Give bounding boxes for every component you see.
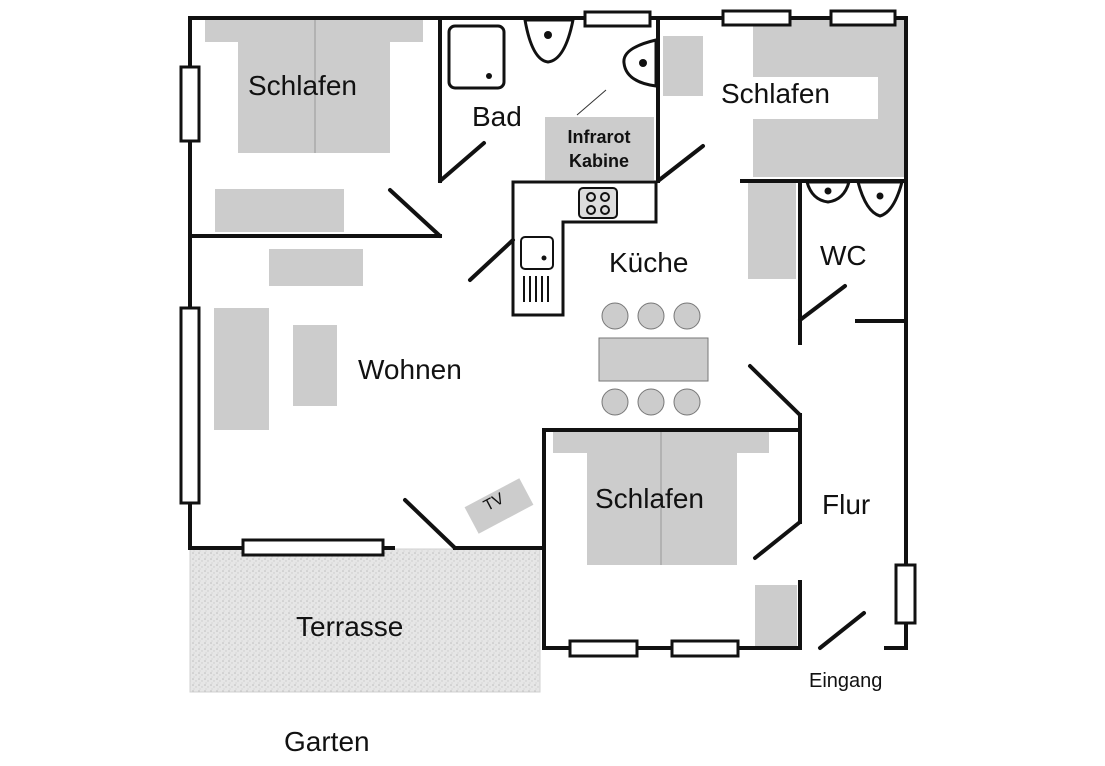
- wardrobe-hall: [748, 182, 796, 279]
- infrarot-pointer: [576, 89, 607, 116]
- wardrobe-top-right: [663, 36, 703, 96]
- infrarot-cabin: [545, 117, 654, 180]
- sofa: [214, 308, 269, 430]
- room-label-flur: Flur: [822, 489, 871, 520]
- terrace-area: [189, 548, 541, 693]
- shower: [447, 24, 506, 90]
- toilet: [622, 38, 658, 88]
- infrarot-line2: Kabine: [568, 151, 629, 171]
- cabinet-bottom: [755, 585, 797, 647]
- room-label-kueche: Küche: [609, 247, 689, 278]
- bed-bottom: [553, 432, 769, 565]
- garden-label: Garten: [284, 726, 370, 757]
- living-table: [269, 249, 363, 286]
- coffee-table: [293, 325, 337, 406]
- dresser-top-left: [215, 189, 344, 232]
- room-label-wc: WC: [820, 240, 867, 271]
- bath-sink: [523, 18, 575, 64]
- kitchen-counter: [511, 180, 658, 317]
- room-label-schlafen-top-left: Schlafen: [248, 70, 357, 101]
- windows: [179, 9, 917, 658]
- doors: [388, 141, 866, 650]
- room-label-schlafen-bottom: Schlafen: [595, 483, 704, 514]
- room-label-infrarot-kabine: Infrarot Kabine: [549, 125, 649, 173]
- bed-top-right: [753, 20, 904, 177]
- dining-set: [598, 302, 709, 416]
- tv-stand: [464, 478, 534, 534]
- infrarot-line1: Infrarot: [567, 127, 631, 147]
- room-label-terrasse: Terrasse: [296, 611, 404, 642]
- room-label-schlafen-top-right: Schlafen: [721, 78, 830, 109]
- room-label-wohnen: Wohnen: [358, 354, 462, 385]
- bed-top-left: [205, 20, 423, 153]
- wc-fixtures: [805, 180, 904, 218]
- room-label-bad: Bad: [472, 101, 522, 132]
- entrance-label: Eingang: [809, 670, 883, 692]
